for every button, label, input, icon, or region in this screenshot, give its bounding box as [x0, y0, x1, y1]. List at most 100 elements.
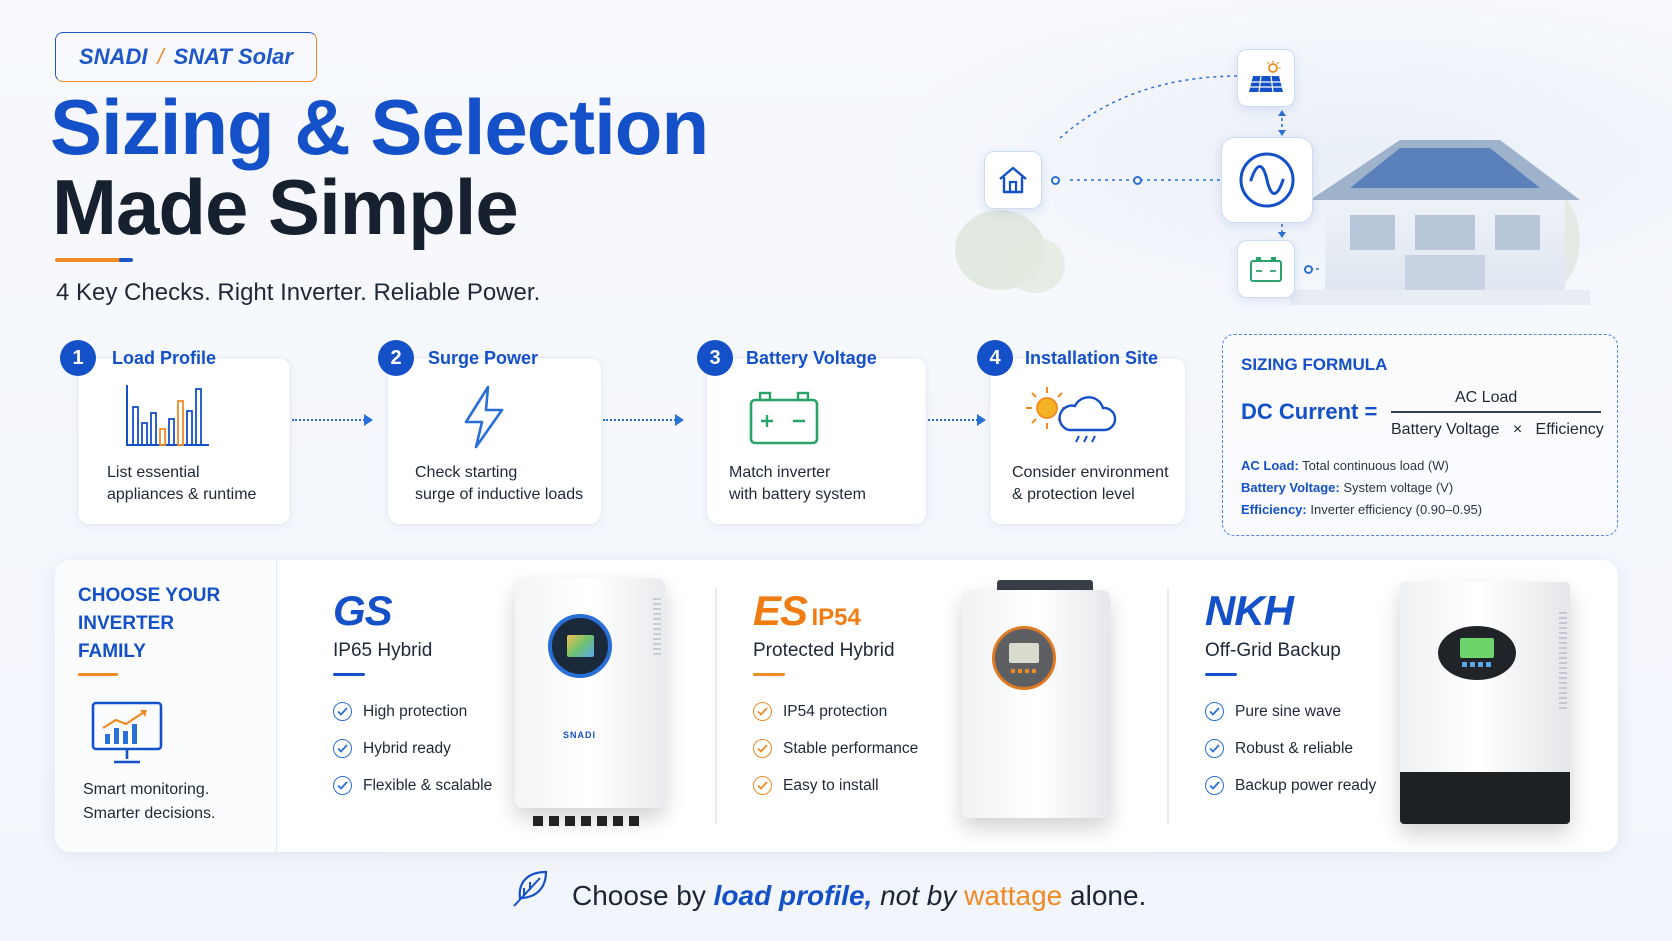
- solar-panel-icon: [1249, 61, 1283, 93]
- feature-item: Hybrid ready: [333, 739, 492, 758]
- family-feature-list: IP54 protection Stable performance Easy …: [753, 702, 918, 795]
- gs-inverter-image: SNADI: [515, 578, 665, 826]
- step-number: 2: [378, 340, 414, 376]
- feature-item: Flexible & scalable: [333, 776, 492, 795]
- family-nkh-name: NKH: [1205, 587, 1294, 634]
- bar-chart-icon: [126, 385, 209, 446]
- family-divider: [1167, 588, 1169, 824]
- family-divider: [715, 588, 717, 824]
- step-number: 1: [60, 340, 96, 376]
- page-title-line2: Made Simple: [52, 163, 519, 251]
- family-feature-list: High protection Hybrid ready Flexible & …: [333, 702, 492, 795]
- tagline-part1: Choose by: [572, 880, 714, 911]
- def-text: Total continuous load (W): [1302, 458, 1449, 473]
- family-side-text: Smart monitoring. Smarter decisions.: [83, 778, 216, 826]
- arrow-head: [977, 414, 986, 426]
- family-gs-name: GS: [333, 587, 393, 634]
- formula-title: SIZING FORMULA: [1241, 355, 1388, 374]
- solar-panel-node: [1237, 49, 1295, 107]
- step-title: Installation Site: [1025, 348, 1159, 368]
- brand-separator: /: [157, 44, 164, 69]
- family-panel-sidebar: CHOOSE YOUR INVERTER FAMILY Smart monito…: [55, 560, 277, 852]
- home-node: [984, 151, 1042, 209]
- feature-item: Stable performance: [753, 739, 918, 758]
- family-name: GS: [333, 587, 393, 634]
- device-buttons: [1011, 669, 1037, 673]
- side-text-line2: Smarter decisions.: [83, 805, 216, 822]
- family-type: Off-Grid Backup: [1205, 640, 1341, 661]
- family-type: Protected Hybrid: [753, 640, 895, 661]
- formula-definition: AC Load: Total continuous load (W): [1241, 458, 1449, 473]
- feature-label: Hybrid ready: [363, 739, 451, 757]
- feature-item: High protection: [333, 702, 492, 721]
- vent-slats: [1559, 612, 1567, 712]
- step-title: Surge Power: [428, 348, 539, 368]
- nkh-inverter-image: [1400, 582, 1570, 824]
- family-heading-line3: FAMILY: [78, 641, 146, 662]
- check-icon: [753, 739, 772, 758]
- formula-definition: Battery Voltage: System voltage (V): [1241, 480, 1453, 495]
- battery-node: [1237, 240, 1295, 298]
- times-symbol: ×: [1512, 421, 1523, 438]
- tree-illustration: [955, 210, 1065, 293]
- tagline-part3: not by: [872, 880, 965, 911]
- house-illustration: [1290, 140, 1590, 305]
- check-icon: [1205, 739, 1224, 758]
- step-card-load-profile: [77, 357, 291, 525]
- device-buttons: [1462, 662, 1492, 667]
- check-icon: [333, 702, 352, 721]
- brand-name-secondary: SNAT Solar: [173, 44, 293, 69]
- feature-label: High protection: [363, 702, 468, 720]
- feature-label: Stable performance: [783, 739, 919, 757]
- family-heading-line2: INVERTER: [78, 613, 175, 634]
- page-title-line1: Sizing & Selection: [50, 83, 709, 171]
- feature-item: IP54 protection: [753, 702, 918, 721]
- device-display: [1438, 626, 1516, 680]
- arrow-head: [675, 414, 684, 426]
- family-accent-bar: [333, 673, 365, 676]
- device-display: [548, 614, 612, 678]
- def-text: Inverter efficiency (0.90–0.95): [1310, 502, 1483, 517]
- formula-denominator: Battery Voltage × Efficiency: [1391, 421, 1604, 439]
- tagline-part5: alone.: [1062, 880, 1147, 911]
- screen: [1009, 643, 1039, 663]
- family-name: ES: [753, 587, 808, 634]
- page-subtitle: 4 Key Checks. Right Inverter. Reliable P…: [56, 279, 541, 306]
- check-icon: [1205, 776, 1224, 795]
- step-desc-line1: Consider environment: [1012, 464, 1169, 481]
- feature-item: Easy to install: [753, 776, 918, 795]
- family-accent-bar: [753, 673, 785, 676]
- sizing-formula-box: SIZING FORMULA DC Current = AC Load Batt…: [1222, 334, 1618, 536]
- flow-dot: [1133, 176, 1142, 185]
- check-icon: [1205, 702, 1224, 721]
- def-text: System voltage (V): [1343, 480, 1454, 495]
- denominator-battery-voltage: Battery Voltage: [1391, 421, 1500, 438]
- tagline-emphasis: load profile,: [713, 880, 873, 911]
- footer-tagline: Choose by load profile, not by wattage a…: [572, 880, 1146, 912]
- cable-glands: [533, 816, 643, 826]
- family-rating: IP54: [811, 604, 861, 631]
- step-arrow: [928, 419, 978, 421]
- leaf-icon: [513, 870, 548, 907]
- title-accent-bar: [55, 258, 131, 262]
- formula-numerator: AC Load: [1455, 389, 1518, 406]
- feature-label: IP54 protection: [783, 702, 888, 720]
- step-card-surge-power: [387, 357, 602, 525]
- family-name: NKH: [1205, 587, 1294, 634]
- feature-label: Pure sine wave: [1235, 702, 1341, 720]
- vent-slats: [653, 598, 661, 658]
- flow-dot: [1304, 265, 1313, 274]
- feature-item: Pure sine wave: [1205, 702, 1376, 721]
- step-desc-line2: & protection level: [1012, 486, 1135, 503]
- battery-small-icon: [1250, 257, 1282, 282]
- feature-label: Robust & reliable: [1235, 739, 1354, 757]
- def-term: AC Load:: [1241, 458, 1299, 473]
- es-inverter-image: [962, 590, 1110, 818]
- step-title: Load Profile: [112, 348, 217, 368]
- family-heading: CHOOSE YOUR INVERTER FAMILY: [78, 582, 220, 666]
- brand-name-primary: SNADI: [79, 44, 148, 69]
- inverter-node: [1221, 137, 1313, 223]
- family-type: IP65 Hybrid: [333, 640, 433, 661]
- formula-definition: Efficiency: Inverter efficiency (0.90–0.…: [1241, 502, 1482, 517]
- step-desc-line1: Check starting: [415, 464, 518, 481]
